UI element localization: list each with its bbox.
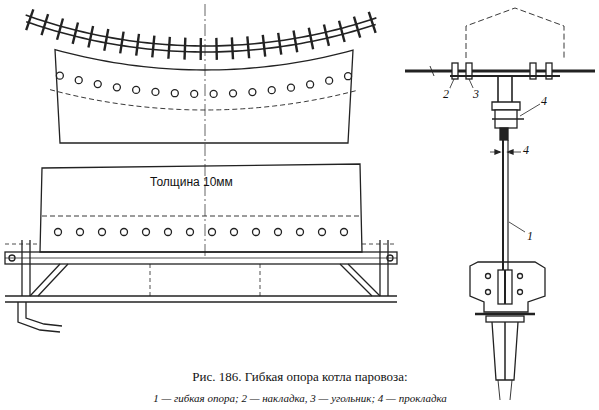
hole bbox=[268, 87, 275, 94]
hole bbox=[133, 86, 140, 93]
hole bbox=[121, 229, 128, 236]
hole bbox=[94, 81, 101, 88]
callout-number: 2 bbox=[442, 88, 450, 101]
hole bbox=[345, 73, 352, 80]
rivet bbox=[152, 36, 154, 58]
hole bbox=[187, 229, 194, 236]
hole bbox=[326, 77, 333, 84]
hole-row bbox=[55, 229, 348, 236]
hole bbox=[209, 229, 216, 236]
hole bbox=[230, 90, 237, 97]
rivet bbox=[278, 33, 281, 55]
hole bbox=[113, 84, 120, 91]
rivet bbox=[369, 12, 376, 33]
rivet bbox=[73, 22, 78, 43]
hidden-line bbox=[42, 216, 360, 217]
caption: Рис. 186. Гибкая опора котла паровоза: bbox=[192, 370, 407, 384]
rivet bbox=[26, 9, 33, 30]
hole bbox=[143, 229, 150, 236]
hidden-line bbox=[50, 90, 358, 110]
section-view bbox=[405, 8, 595, 400]
hole bbox=[165, 229, 172, 236]
callout-number: 4 bbox=[540, 95, 548, 108]
caption-key: 1 — гибкая опора; 2 — накладка, 3 — угол… bbox=[153, 392, 447, 404]
hole bbox=[55, 229, 62, 236]
rivet bbox=[199, 38, 202, 60]
rivet bbox=[120, 32, 123, 54]
frame bbox=[5, 240, 397, 332]
callout-number: 3 bbox=[472, 88, 480, 101]
hole bbox=[210, 90, 217, 97]
center-line bbox=[205, 4, 206, 256]
rivet bbox=[309, 28, 313, 50]
rivet bbox=[215, 38, 218, 60]
hole bbox=[297, 229, 304, 236]
rivet bbox=[136, 34, 139, 56]
hole bbox=[307, 81, 314, 88]
hole bbox=[56, 72, 63, 79]
hole bbox=[249, 89, 256, 96]
rivet bbox=[354, 17, 360, 38]
rivet bbox=[183, 38, 186, 60]
hole bbox=[171, 90, 178, 97]
hole bbox=[319, 229, 326, 236]
rivet bbox=[263, 35, 265, 57]
callout-number: 1 bbox=[526, 230, 534, 243]
hole bbox=[253, 229, 260, 236]
hole bbox=[275, 229, 282, 236]
hole bbox=[231, 229, 238, 236]
hole bbox=[99, 229, 106, 236]
rivet bbox=[42, 14, 49, 35]
hole bbox=[77, 229, 84, 236]
thickness-note: Толщина 10мм bbox=[150, 176, 233, 189]
rivet bbox=[324, 24, 329, 45]
rivet bbox=[168, 37, 169, 59]
dimension: 4 bbox=[522, 144, 530, 157]
rivet bbox=[104, 29, 108, 51]
rivet bbox=[247, 36, 249, 58]
hole bbox=[287, 84, 294, 91]
rivet bbox=[294, 31, 298, 53]
leader-lines bbox=[449, 79, 540, 232]
hole-row bbox=[56, 72, 351, 97]
hole bbox=[75, 77, 82, 84]
rivet bbox=[57, 19, 63, 40]
hole bbox=[341, 229, 348, 236]
hole bbox=[152, 88, 159, 95]
hole bbox=[191, 90, 198, 97]
rivet bbox=[232, 37, 233, 59]
rivet bbox=[339, 21, 345, 42]
rivet bbox=[88, 26, 93, 48]
rivet-row bbox=[26, 9, 375, 60]
upper-plate bbox=[55, 50, 353, 143]
lower-plate bbox=[40, 164, 362, 252]
